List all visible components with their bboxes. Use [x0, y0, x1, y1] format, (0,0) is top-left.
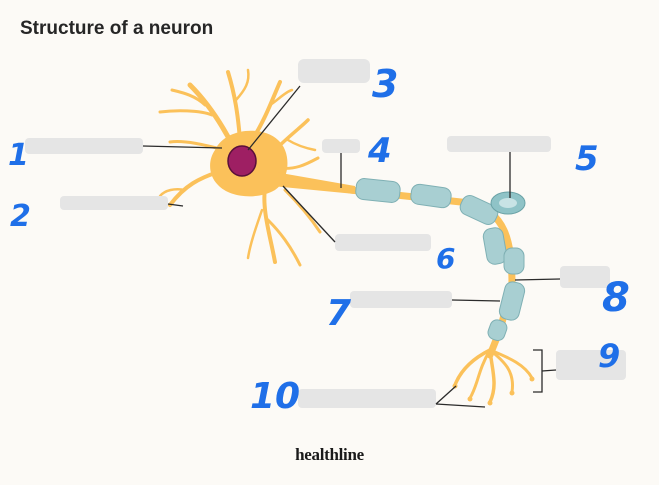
number-label-4: 4 [367, 131, 392, 171]
blank-label-8 [560, 266, 610, 288]
leader-lines [142, 85, 561, 408]
number-label-10: 10 [250, 376, 300, 417]
blank-label-6 [335, 234, 431, 251]
number-label-7: 7 [326, 293, 351, 334]
blank-label-10 [298, 389, 436, 408]
blank-label-7 [350, 291, 452, 308]
myelin-sheath [355, 178, 526, 342]
blank-label-4 [322, 139, 360, 153]
schwann-nucleus [499, 198, 517, 208]
nucleus [227, 145, 257, 177]
number-label-8: 8 [602, 275, 630, 321]
blank-label-5 [447, 136, 551, 152]
axon-terminals [452, 348, 535, 406]
number-label-2: 2 [10, 199, 31, 234]
number-label-1: 1 [8, 138, 29, 173]
label-blanks [25, 59, 626, 408]
blank-label-2 [60, 196, 168, 210]
number-label-6: 6 [436, 242, 455, 275]
axon-hillock [272, 172, 355, 194]
number-label-3: 3 [372, 62, 398, 106]
blank-label-3 [298, 59, 370, 83]
blank-label-9 [556, 350, 626, 380]
number-label-5: 5 [575, 139, 599, 179]
blank-label-1 [25, 138, 143, 154]
number-label-9: 9 [598, 337, 620, 375]
handwritten-numbers: 1 2 3 4 5 6 7 8 9 10 [8, 62, 630, 417]
healthline-logo: healthline [295, 445, 364, 464]
diagram-title: Structure of a neuron [20, 18, 214, 39]
